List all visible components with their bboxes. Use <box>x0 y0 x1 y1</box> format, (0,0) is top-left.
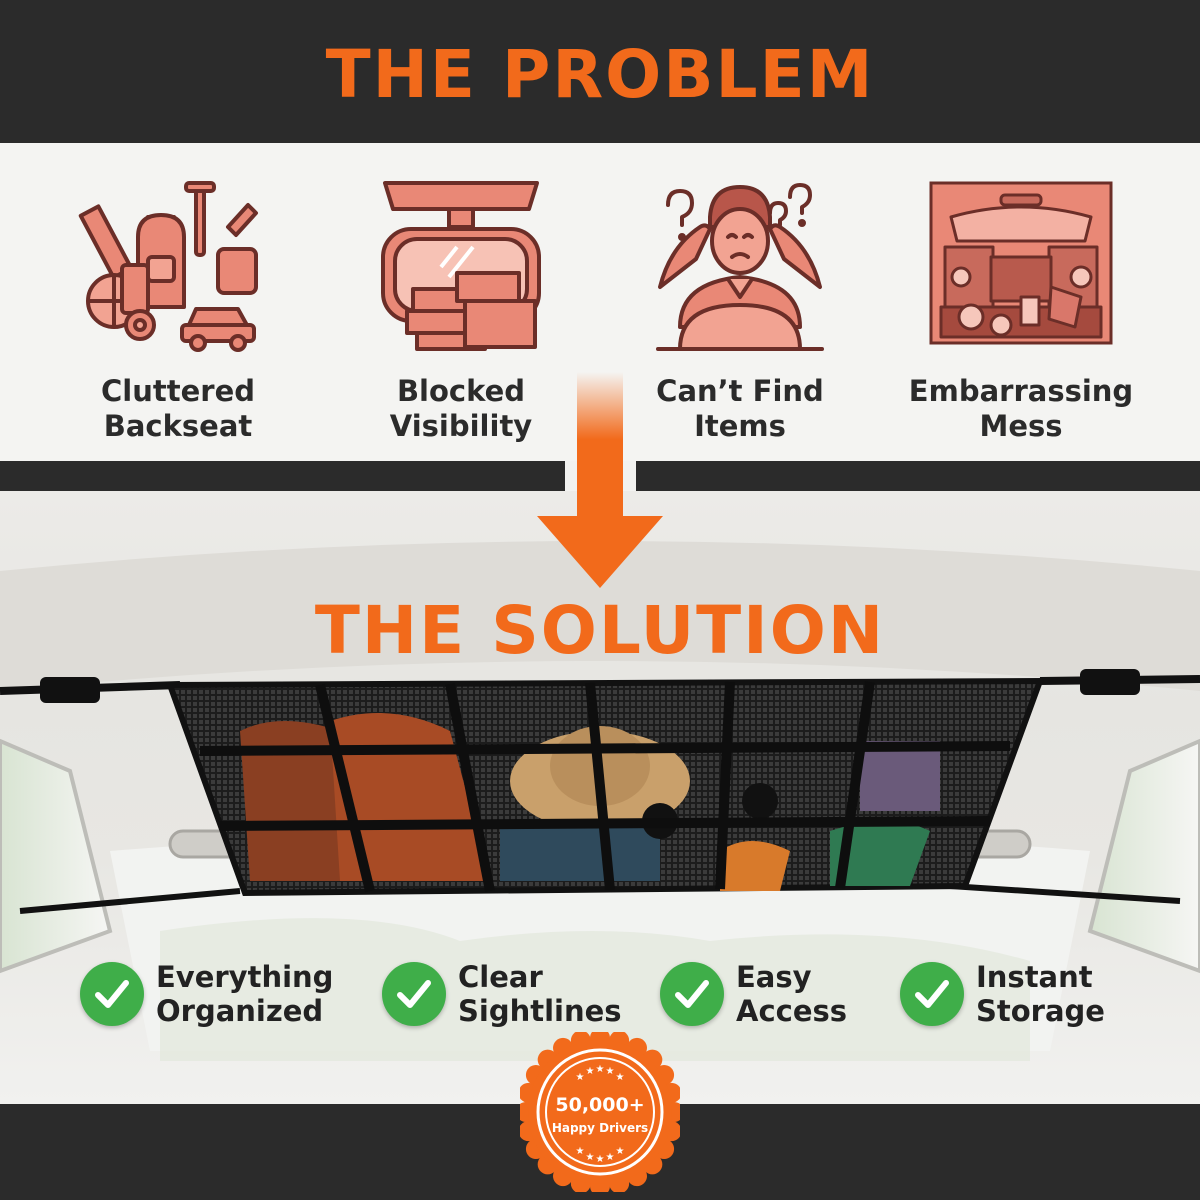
car-ceiling-scene <box>0 491 1200 1104</box>
problem-item-cluttered-backseat: Cluttered Backseat <box>38 177 318 444</box>
badge-caption: Happy Drivers <box>551 1121 649 1135</box>
header-band <box>0 0 1200 143</box>
problem-item-label: Cluttered Backseat <box>101 374 255 443</box>
messy-car-interior-icon <box>929 181 1113 345</box>
benefit-label: Everything Organized <box>156 960 334 1028</box>
green-check-icon <box>660 962 724 1026</box>
divider-right <box>636 461 1200 491</box>
confused-driver-icon <box>656 183 824 351</box>
benefit-everything-organized: Everything Organized <box>80 960 360 1030</box>
svg-text:★: ★ <box>596 1154 605 1165</box>
problem-item-label: Embarrassing Mess <box>908 374 1134 443</box>
divider-left <box>0 461 565 491</box>
car-ceiling-cargo-net-illustration <box>0 541 1200 1061</box>
benefit-clear-sightlines: Clear Sightlines <box>382 960 642 1030</box>
problem-item-blocked-visibility: Blocked Visibility <box>321 177 601 444</box>
benefit-label: Instant Storage <box>976 960 1105 1028</box>
green-check-icon <box>900 962 964 1026</box>
svg-text:★: ★ <box>616 1146 625 1157</box>
benefit-easy-access: Easy Access <box>660 960 880 1030</box>
problem-item-label: Can’t Find Items <box>656 374 824 443</box>
problem-heading: THE PROBLEM <box>325 36 875 113</box>
down-arrow-icon <box>537 372 663 588</box>
solution-heading: THE SOLUTION <box>314 592 886 669</box>
problem-item-cant-find-items: Can’t Find Items <box>600 177 880 444</box>
problem-panel: Cluttered Backseat Blocked Visibility <box>0 143 1200 461</box>
benefit-label: Easy Access <box>736 960 848 1028</box>
svg-text:★: ★ <box>616 1072 625 1083</box>
green-check-icon <box>80 962 144 1026</box>
happy-drivers-badge: 50,000+ Happy Drivers <box>520 1032 680 1192</box>
svg-text:★: ★ <box>576 1072 585 1083</box>
blocked-visibility-icon <box>381 181 541 351</box>
svg-text:★: ★ <box>576 1146 585 1157</box>
svg-text:★: ★ <box>596 1064 605 1075</box>
problem-item-label: Blocked Visibility <box>389 374 533 443</box>
svg-text:★: ★ <box>606 1152 615 1163</box>
svg-text:★: ★ <box>586 1152 595 1163</box>
badge-count: 50,000+ <box>555 1094 645 1116</box>
benefit-instant-storage: Instant Storage <box>900 960 1140 1030</box>
svg-text:★: ★ <box>606 1066 615 1077</box>
green-check-icon <box>382 962 446 1026</box>
cluttered-backseat-icon <box>78 181 258 352</box>
problem-item-embarrassing-mess: Embarrassing Mess <box>881 177 1161 444</box>
svg-text:★: ★ <box>586 1066 595 1077</box>
benefit-label: Clear Sightlines <box>458 960 622 1028</box>
happy-drivers-seal-icon: ★★★★★ ★★★★★ <box>520 1032 680 1192</box>
